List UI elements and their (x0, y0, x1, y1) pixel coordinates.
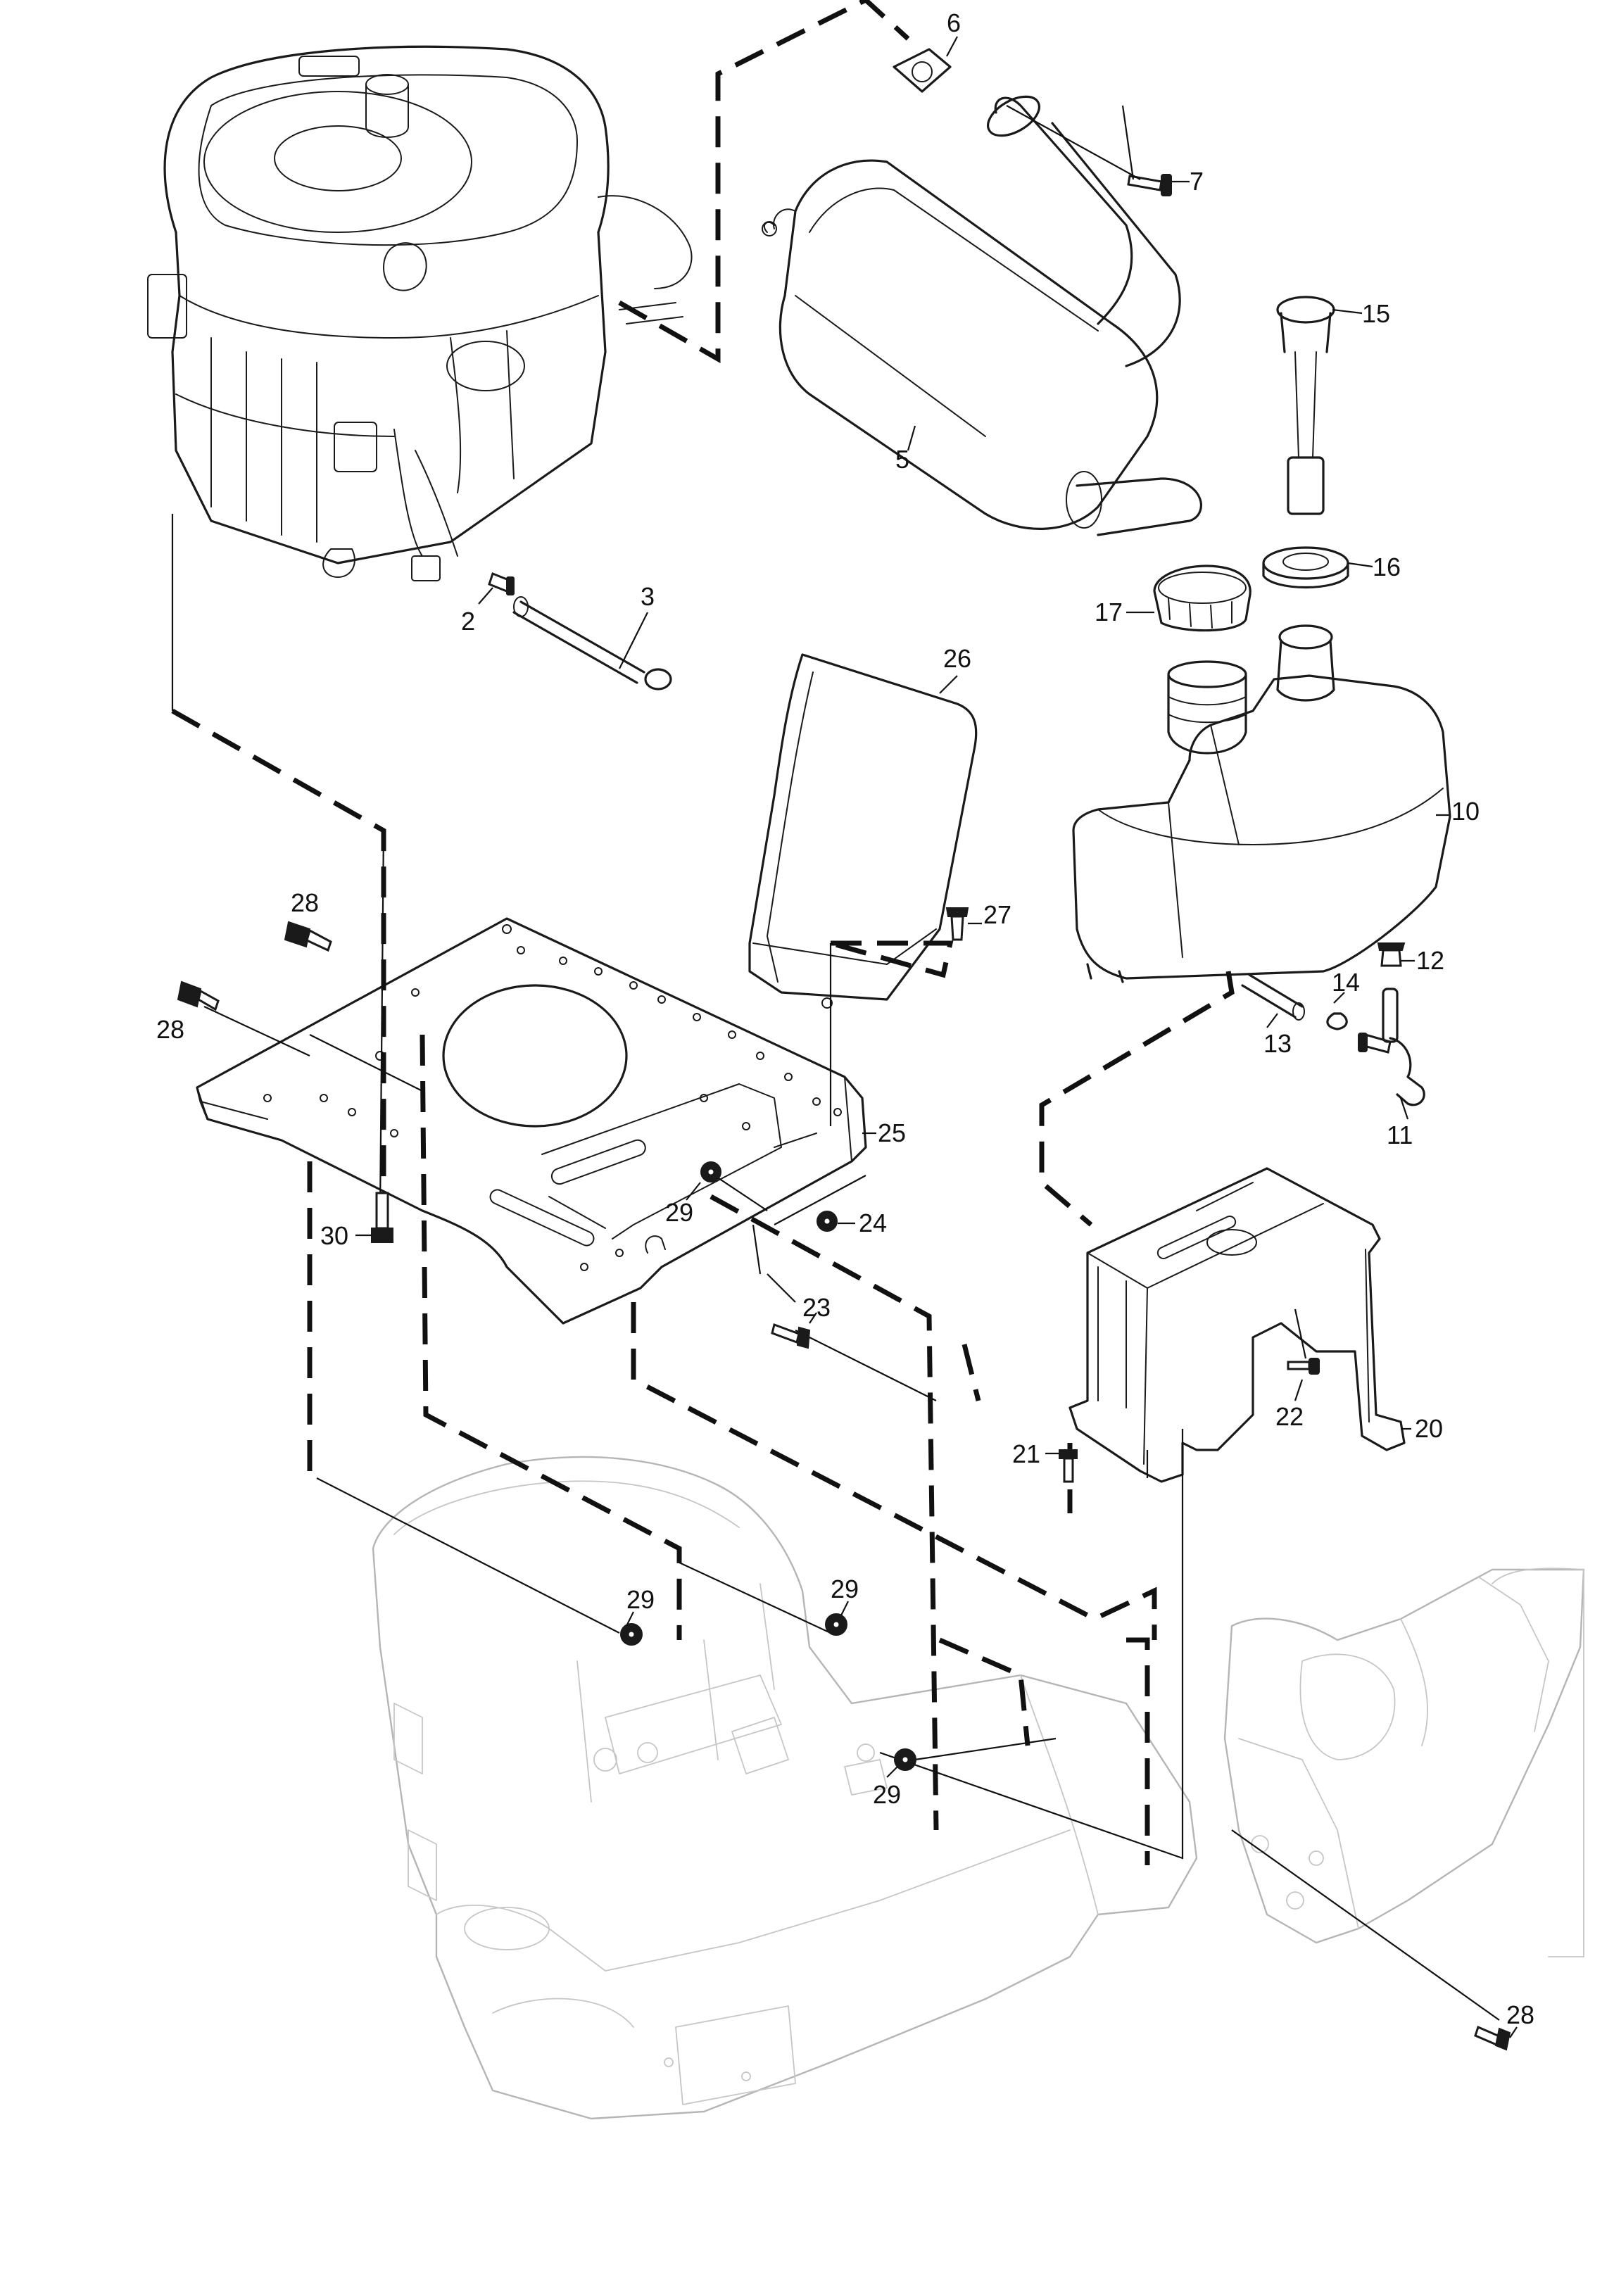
engine-mounting-plate (196, 917, 867, 1325)
part-label-22: 22 (1275, 1402, 1304, 1431)
part-label-3: 3 (641, 582, 655, 611)
part-label-26: 26 (943, 644, 971, 673)
chassis-frame (372, 1456, 1198, 2120)
engine-assembly (147, 45, 693, 581)
part-label-7: 7 (1190, 167, 1204, 196)
part-label-29d: 29 (873, 1780, 901, 1809)
fuel-valve-assembly (1241, 942, 1425, 1106)
part-label-25: 25 (878, 1118, 906, 1147)
part-label-2: 2 (461, 607, 475, 636)
part-label-5: 5 (895, 445, 909, 474)
part-label-6: 6 (947, 8, 961, 37)
part-label-29b: 29 (626, 1585, 655, 1614)
part-label-17: 17 (1095, 598, 1123, 626)
part-label-28a: 28 (291, 888, 319, 917)
muffler-assembly (762, 48, 1202, 536)
part-labels: 6 7 15 5 16 17 3 2 26 10 28 27 12 28 14 … (156, 8, 1534, 2029)
part-label-14: 14 (1332, 968, 1360, 997)
part-label-12: 12 (1416, 946, 1444, 975)
part-label-29a: 29 (665, 1198, 693, 1227)
hardware-fasteners (177, 572, 1511, 2051)
part-label-15: 15 (1362, 299, 1390, 328)
part-label-16: 16 (1373, 553, 1401, 581)
dipstick-assembly (1262, 296, 1349, 589)
fuel-tank-assembly (1072, 564, 1451, 983)
part-label-10: 10 (1451, 797, 1480, 826)
part-label-24: 24 (859, 1209, 887, 1237)
part-label-28c: 28 (1506, 2000, 1534, 2029)
fuel-tank-bracket (1068, 1167, 1406, 1483)
front-frame-section (1223, 1568, 1585, 1957)
part-label-29c: 29 (831, 1575, 859, 1603)
assembly-axis-lines (171, 105, 1500, 2021)
part-label-28b: 28 (156, 1015, 184, 1044)
part-label-30: 30 (320, 1221, 348, 1250)
assembly-dashed-lines (171, 0, 1235, 1865)
part-label-13: 13 (1263, 1029, 1292, 1058)
part-label-27: 27 (983, 900, 1011, 929)
part-label-11: 11 (1387, 1121, 1413, 1149)
part-label-23: 23 (802, 1293, 831, 1322)
part-label-21: 21 (1012, 1439, 1040, 1468)
part-label-20: 20 (1415, 1414, 1443, 1443)
callout-leaders (355, 36, 1518, 2038)
heat-shield (748, 653, 978, 1009)
